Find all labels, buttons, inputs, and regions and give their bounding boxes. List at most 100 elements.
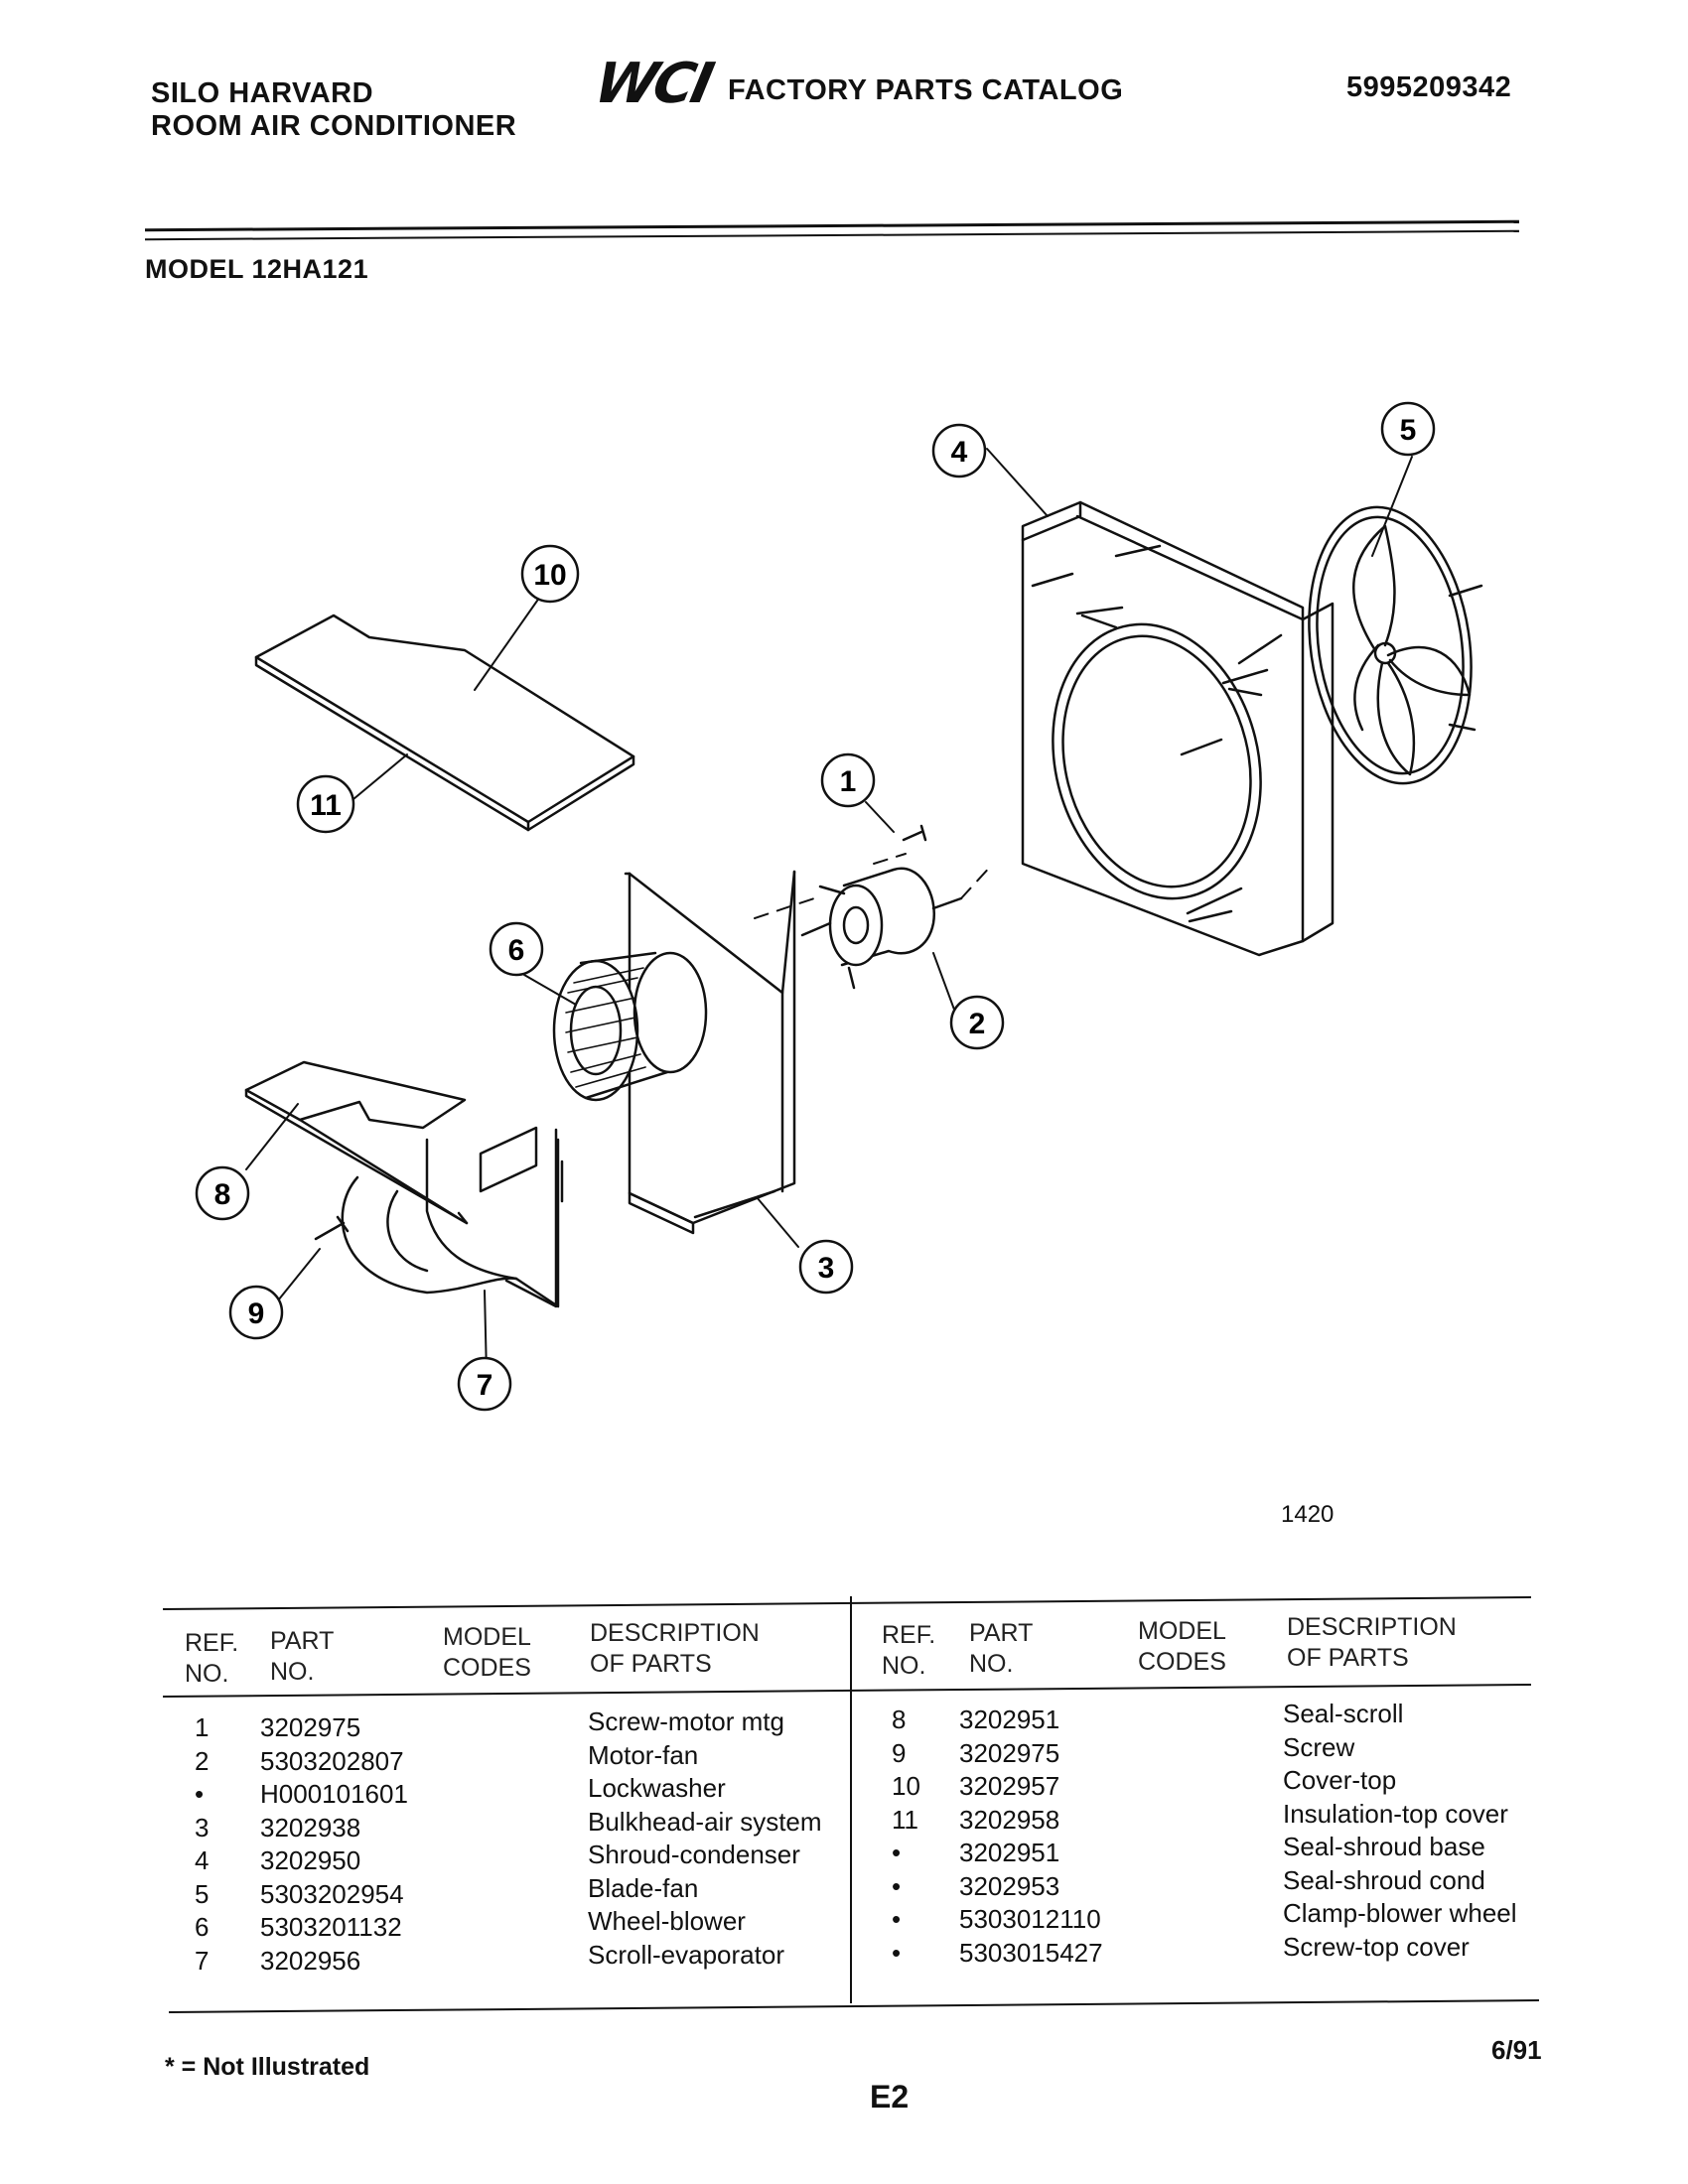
table-row-ref: 9 — [892, 1737, 907, 1768]
scroll-screw-part — [314, 1215, 350, 1241]
table-row-desc: Blade-fan — [588, 1872, 699, 1903]
table-row-part: 3202975 — [959, 1737, 1060, 1768]
right-part-column: 3202951 3202975 3202957 3202958 3202951 … — [959, 1704, 1103, 1970]
not-illustrated-note: * = Not Illustrated — [165, 2053, 370, 2081]
seal-scroll-part — [244, 1060, 469, 1225]
table-row-part: 5303201132 — [260, 1912, 402, 1942]
svg-text:6: 6 — [508, 934, 525, 967]
callout-5: 5 — [1380, 401, 1436, 457]
svg-text:5: 5 — [1400, 414, 1417, 447]
table-row-part: 3202975 — [260, 1712, 361, 1742]
model-label: MODEL 12HA121 — [145, 254, 369, 284]
table-row-ref: 5 — [195, 1878, 210, 1909]
svg-text:9: 9 — [248, 1297, 265, 1330]
table-row-part: 5303202807 — [260, 1745, 404, 1776]
svg-text:11: 11 — [310, 789, 342, 822]
svg-text:2: 2 — [969, 1008, 986, 1040]
table-row-ref: 3 — [195, 1812, 210, 1843]
table-row-desc: Seal-scroll — [1283, 1699, 1404, 1728]
top-cover-part — [254, 614, 635, 832]
revision-date: 6/91 — [1491, 2035, 1542, 2065]
svg-text:10: 10 — [533, 559, 566, 592]
table-row-part: 3202958 — [959, 1804, 1060, 1835]
left-desc-column: Screw-motor mtg Motor-fan Lockwasher Bul… — [588, 1706, 822, 1972]
exploded-parts-diagram: 1 2 3 4 5 6 7 8 9 10 11 — [195, 401, 1483, 1412]
condenser-shroud-part — [1021, 500, 1335, 957]
table-row-part: 3202956 — [260, 1945, 361, 1976]
table-row-desc: Motor-fan — [588, 1739, 699, 1770]
table-row-part: 3202951 — [959, 1838, 1060, 1867]
fan-motor-part — [800, 867, 963, 990]
left-ref-column: 1 2 • 3 4 5 6 7 — [195, 1711, 209, 1978]
callout-6: 6 — [489, 921, 544, 977]
left-header-model: MODEL CODES — [443, 1623, 531, 1682]
right-header-ref: REF. NO. — [882, 1621, 936, 1680]
table-row-desc: Scroll-evaporator — [588, 1939, 784, 1970]
right-header-model: MODEL CODES — [1138, 1617, 1226, 1676]
table-row-ref: • — [892, 1838, 902, 1867]
svg-text:4: 4 — [951, 436, 968, 469]
right-desc-column: Seal-scroll Screw Cover-top Insulation-t… — [1283, 1698, 1517, 1964]
left-header-ref: REF. NO. — [185, 1629, 239, 1688]
table-row-desc: Screw — [1283, 1731, 1355, 1762]
callout-2: 2 — [949, 995, 1005, 1050]
table-row-desc: Wheel-blower — [588, 1906, 746, 1936]
svg-text:7: 7 — [477, 1369, 493, 1402]
right-ref-column: 8 9 10 11 • • • • — [892, 1704, 920, 1970]
table-row-ref: 8 — [892, 1705, 907, 1734]
right-header-part: PART NO. — [969, 1619, 1034, 1678]
left-header-part: PART NO. — [270, 1627, 335, 1686]
table-row-ref: 1 — [195, 1712, 210, 1742]
table-row-ref: • — [892, 1937, 902, 1968]
page-number: E2 — [870, 2079, 910, 2115]
table-row-ref: 6 — [195, 1912, 210, 1942]
brand-line-1: SILO HARVARD — [151, 77, 374, 109]
table-row-desc: Screw-top cover — [1283, 1931, 1470, 1962]
table-row-desc: Screw-motor mtg — [588, 1706, 784, 1736]
blower-wheel-part — [552, 951, 708, 1102]
table-top-rule — [163, 1595, 1531, 1611]
table-column-divider — [850, 1596, 852, 2003]
table-row-ref: 10 — [892, 1771, 920, 1801]
right-header-desc: DESCRIPTION OF PARTS — [1287, 1613, 1457, 1672]
table-row-ref: 2 — [195, 1745, 210, 1776]
callout-4: 4 — [931, 423, 987, 478]
callout-8: 8 — [195, 1165, 250, 1221]
table-row-part: 3202957 — [959, 1771, 1060, 1801]
svg-text:1: 1 — [840, 765, 857, 798]
callout-7: 7 — [457, 1356, 512, 1412]
left-header-desc: DESCRIPTION OF PARTS — [590, 1619, 760, 1678]
table-row-ref: • — [892, 1904, 902, 1934]
callout-11: 11 — [296, 774, 355, 834]
table-row-desc: Seal-shroud cond — [1283, 1864, 1485, 1895]
table-row-desc: Cover-top — [1283, 1765, 1397, 1795]
figure-code: 1420 — [1281, 1501, 1335, 1528]
catalog-title: FACTORY PARTS CATALOG — [728, 74, 1124, 106]
callout-10: 10 — [520, 544, 580, 604]
brand-line-2: ROOM AIR CONDITIONER — [151, 110, 517, 142]
svg-text:3: 3 — [818, 1252, 835, 1285]
callout-1: 1 — [820, 752, 876, 808]
table-row-desc: Bulkhead-air system — [588, 1806, 822, 1837]
table-row-part: 3202951 — [959, 1705, 1060, 1734]
callout-3: 3 — [798, 1239, 854, 1295]
callout-9: 9 — [228, 1285, 284, 1340]
table-row-ref: • — [195, 1779, 205, 1809]
table-row-ref: • — [892, 1870, 902, 1901]
fan-blade-part — [1308, 505, 1483, 785]
table-row-part: 3202953 — [959, 1870, 1060, 1901]
svg-text:8: 8 — [214, 1178, 231, 1211]
table-row-desc: Lockwasher — [588, 1773, 726, 1803]
table-row-desc: Insulation-top cover — [1283, 1798, 1508, 1829]
table-row-desc: Seal-shroud base — [1283, 1832, 1485, 1861]
table-row-ref: 4 — [195, 1845, 210, 1875]
table-row-part: 5303202954 — [260, 1878, 404, 1909]
table-row-desc: Clamp-blower wheel — [1283, 1898, 1517, 1928]
left-part-column: 3202975 5303202807 H000101601 3202938 32… — [260, 1711, 408, 1978]
table-row-desc: Shroud-condenser — [588, 1840, 800, 1869]
table-bottom-rule — [169, 1998, 1539, 2014]
scroll-evaporator-part — [341, 1126, 564, 1308]
catalog-number: 5995209342 — [1346, 71, 1512, 103]
table-row-part: 5303012110 — [959, 1904, 1101, 1934]
table-row-part: 3202938 — [260, 1812, 361, 1843]
